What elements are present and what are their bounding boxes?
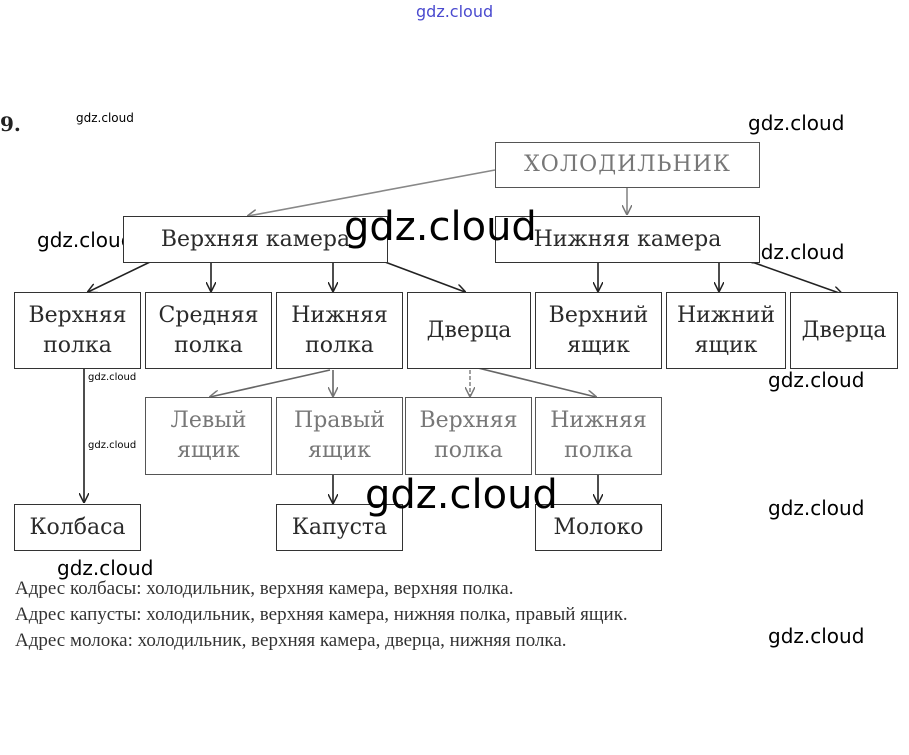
- watermark: gdz.cloud: [88, 440, 137, 451]
- node-door-lower-shelf: Нижняя полка: [535, 397, 662, 475]
- watermark: gdz.cloud: [768, 624, 865, 648]
- node-lower-drawer: Нижний ящик: [666, 292, 786, 369]
- watermark: gdz.cloud: [57, 556, 154, 580]
- watermark-top: gdz.cloud: [416, 2, 494, 21]
- edge-upper-door: [384, 261, 465, 292]
- node-milk: Молоко: [535, 504, 662, 551]
- watermark: gdz.cloud: [768, 368, 865, 392]
- watermark: gdz.cloud: [748, 111, 845, 135]
- node-door-lower-chamber: Дверца: [790, 292, 898, 369]
- edge-lower-door: [751, 261, 842, 294]
- address-milk: Адрес молока: холодильник, верхняя камер…: [15, 630, 567, 651]
- edge-lowershelf-leftdrawer: [210, 369, 331, 397]
- watermark-large: gdz.cloud: [365, 472, 558, 518]
- watermark-large: gdz.cloud: [344, 204, 537, 250]
- watermark: gdz.cloud: [37, 228, 134, 252]
- node-right-drawer: Правый ящик: [276, 397, 403, 475]
- node-middle-shelf: Средняя полка: [145, 292, 272, 369]
- node-upper-shelf: Верхняя полка: [14, 292, 141, 369]
- edge-upper-uppershelf: [88, 261, 151, 292]
- node-left-drawer: Левый ящик: [145, 397, 272, 475]
- node-lower-chamber: Нижняя камера: [495, 216, 760, 263]
- node-refrigerator: ХОЛОДИЛЬНИК: [495, 142, 760, 188]
- edge-root-upper: [248, 169, 496, 216]
- watermark: gdz.cloud: [748, 240, 845, 264]
- address-sausage: Адрес колбасы: холодильник, верхняя каме…: [15, 578, 514, 599]
- watermark: gdz.cloud: [88, 372, 137, 383]
- node-upper-chamber: Верхняя камера: [123, 216, 388, 263]
- watermark: gdz.cloud: [768, 496, 865, 520]
- node-door-upper-shelf: Верхняя полка: [405, 397, 532, 475]
- node-cabbage: Капуста: [276, 504, 403, 551]
- node-sausage: Колбаса: [14, 504, 141, 551]
- edge-door-lowershelf: [477, 367, 596, 397]
- node-door-upper-chamber: Дверца: [407, 292, 531, 369]
- address-cabbage: Адрес капусты: холодильник, верхняя каме…: [15, 604, 628, 625]
- node-lower-shelf: Нижняя полка: [276, 292, 403, 369]
- watermark: gdz.cloud: [76, 111, 134, 125]
- task-number: 9.: [0, 112, 21, 136]
- node-upper-drawer: Верхний ящик: [535, 292, 662, 369]
